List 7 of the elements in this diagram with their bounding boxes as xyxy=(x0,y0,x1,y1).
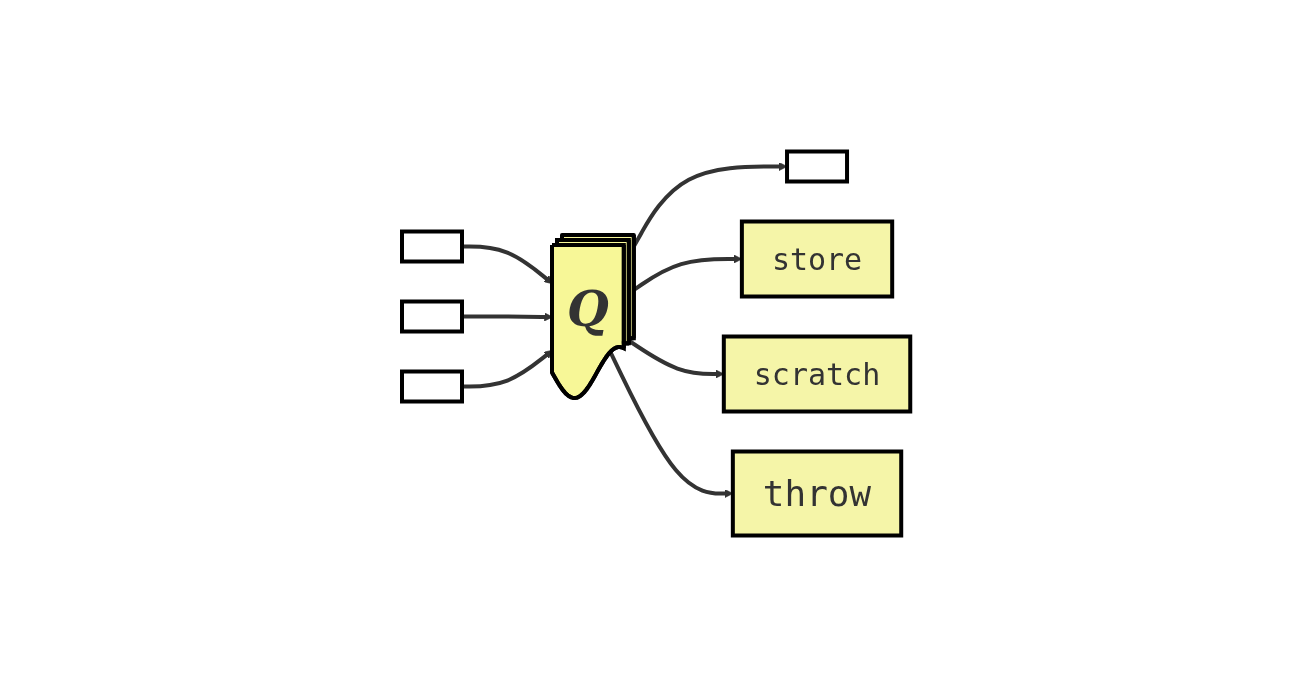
node-box xyxy=(400,229,465,264)
node-box: throw xyxy=(731,449,904,538)
node-box: scratch xyxy=(722,334,913,414)
node-box xyxy=(400,369,465,404)
node-box: store xyxy=(740,219,895,299)
node-box xyxy=(785,149,850,184)
node-box xyxy=(400,299,465,334)
